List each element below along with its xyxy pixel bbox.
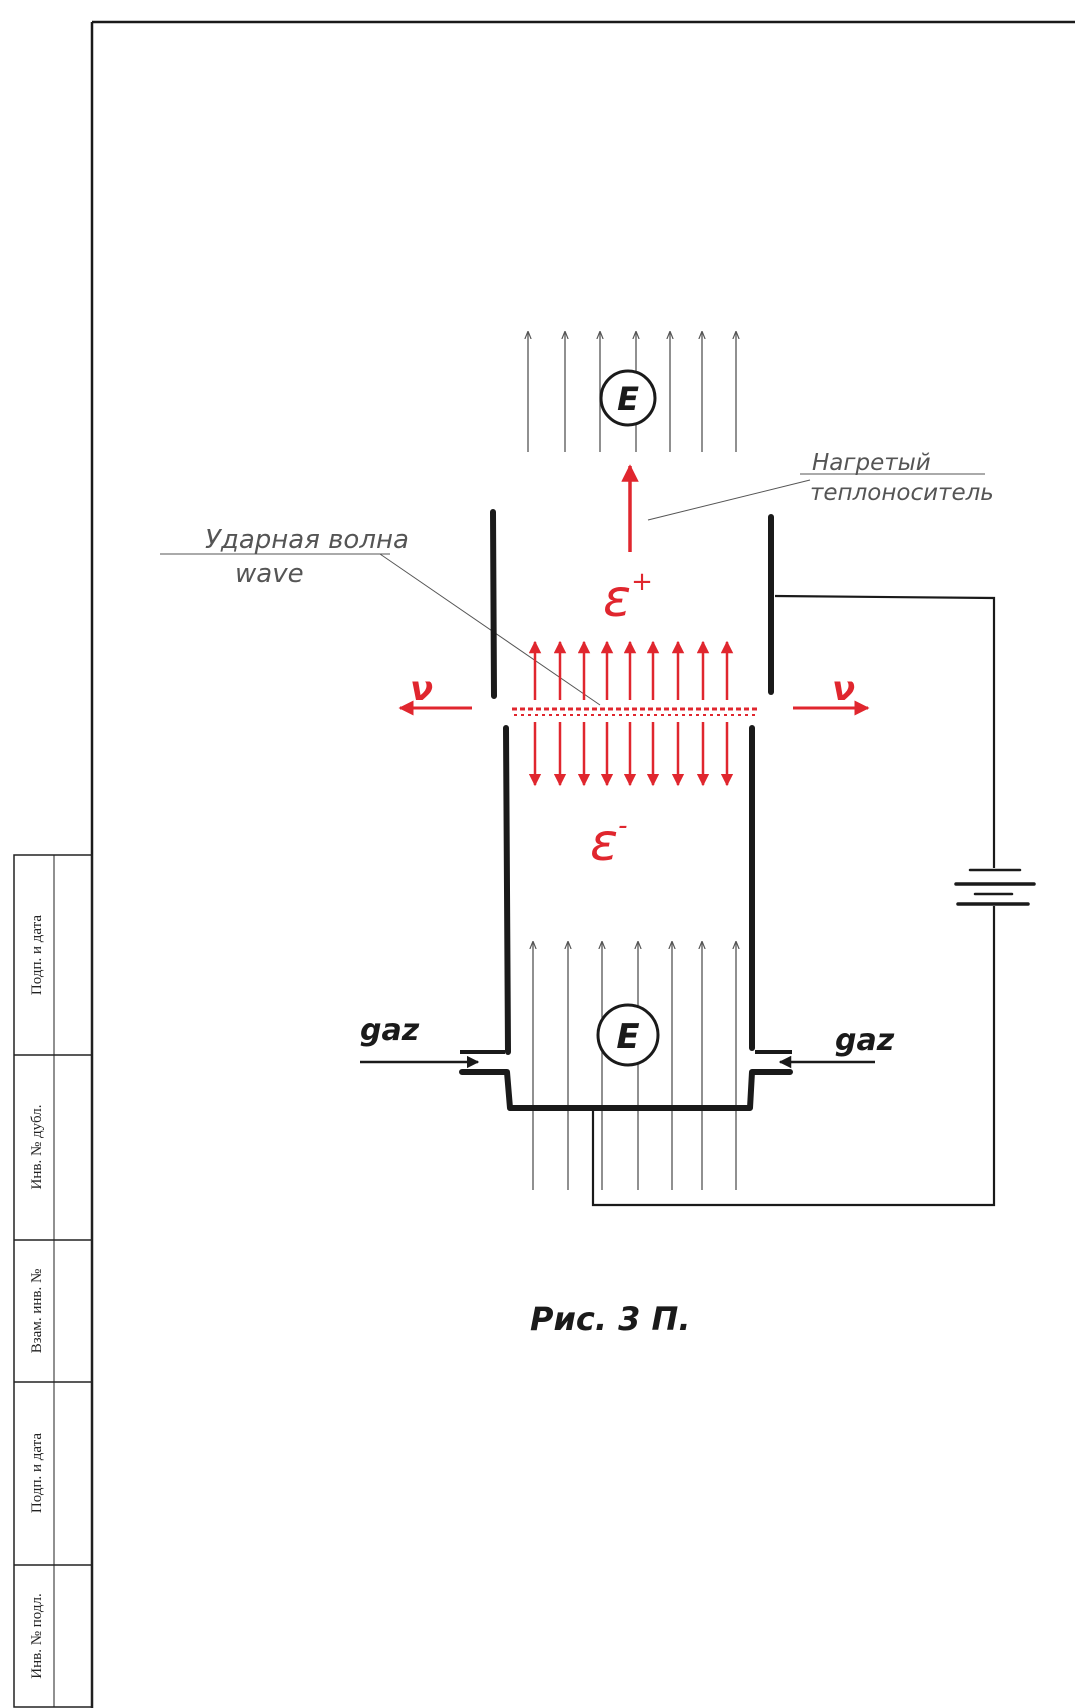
field-lines-top [528,332,736,452]
circuit-wire [591,594,996,1207]
heated-coolant-leader [647,479,811,521]
field-lines-bottom [533,942,736,1190]
stamp-cell-5: Инв. № подл. [29,1593,45,1678]
lower-chamber [459,725,793,1111]
shock-wave-leader [379,553,601,706]
epsilon-minus-label: ε- [590,811,628,873]
gas-inlet-right [755,1050,875,1069]
page-frame [90,20,1075,1708]
nu-label-left: ν [410,669,433,709]
stamp-cell-4: Подп. и дата [29,1433,45,1513]
red-arrows-up [528,640,734,700]
shock-wave-front [512,707,758,716]
battery-symbol [954,868,1036,906]
red-arrows-down [528,722,734,787]
e-field-label-top: E [617,380,639,418]
epsilon-plus-label: ε+ [603,567,653,629]
nu-label-right: ν [832,669,855,709]
figure-caption: Рис. 3 П. [530,1300,690,1338]
gas-label-left: gaz [360,1013,420,1048]
gas-inlet-left [360,1050,505,1069]
stamp-block: Подп. и дата Инв. № дубл. Взам. инв. № П… [13,854,93,1708]
e-field-circle-bottom [596,1003,660,1067]
stamp-cell-3: Взам. инв. № [29,1269,45,1354]
gas-label-right: gaz [835,1023,895,1058]
upper-electrodes [490,509,774,699]
e-field-circle-top [599,369,657,427]
stamp-cell-2: Инв. № дубл. [29,1105,45,1190]
stamp-cell-1: Подп. и дата [29,915,45,995]
e-field-label-bottom: E [616,1017,639,1057]
